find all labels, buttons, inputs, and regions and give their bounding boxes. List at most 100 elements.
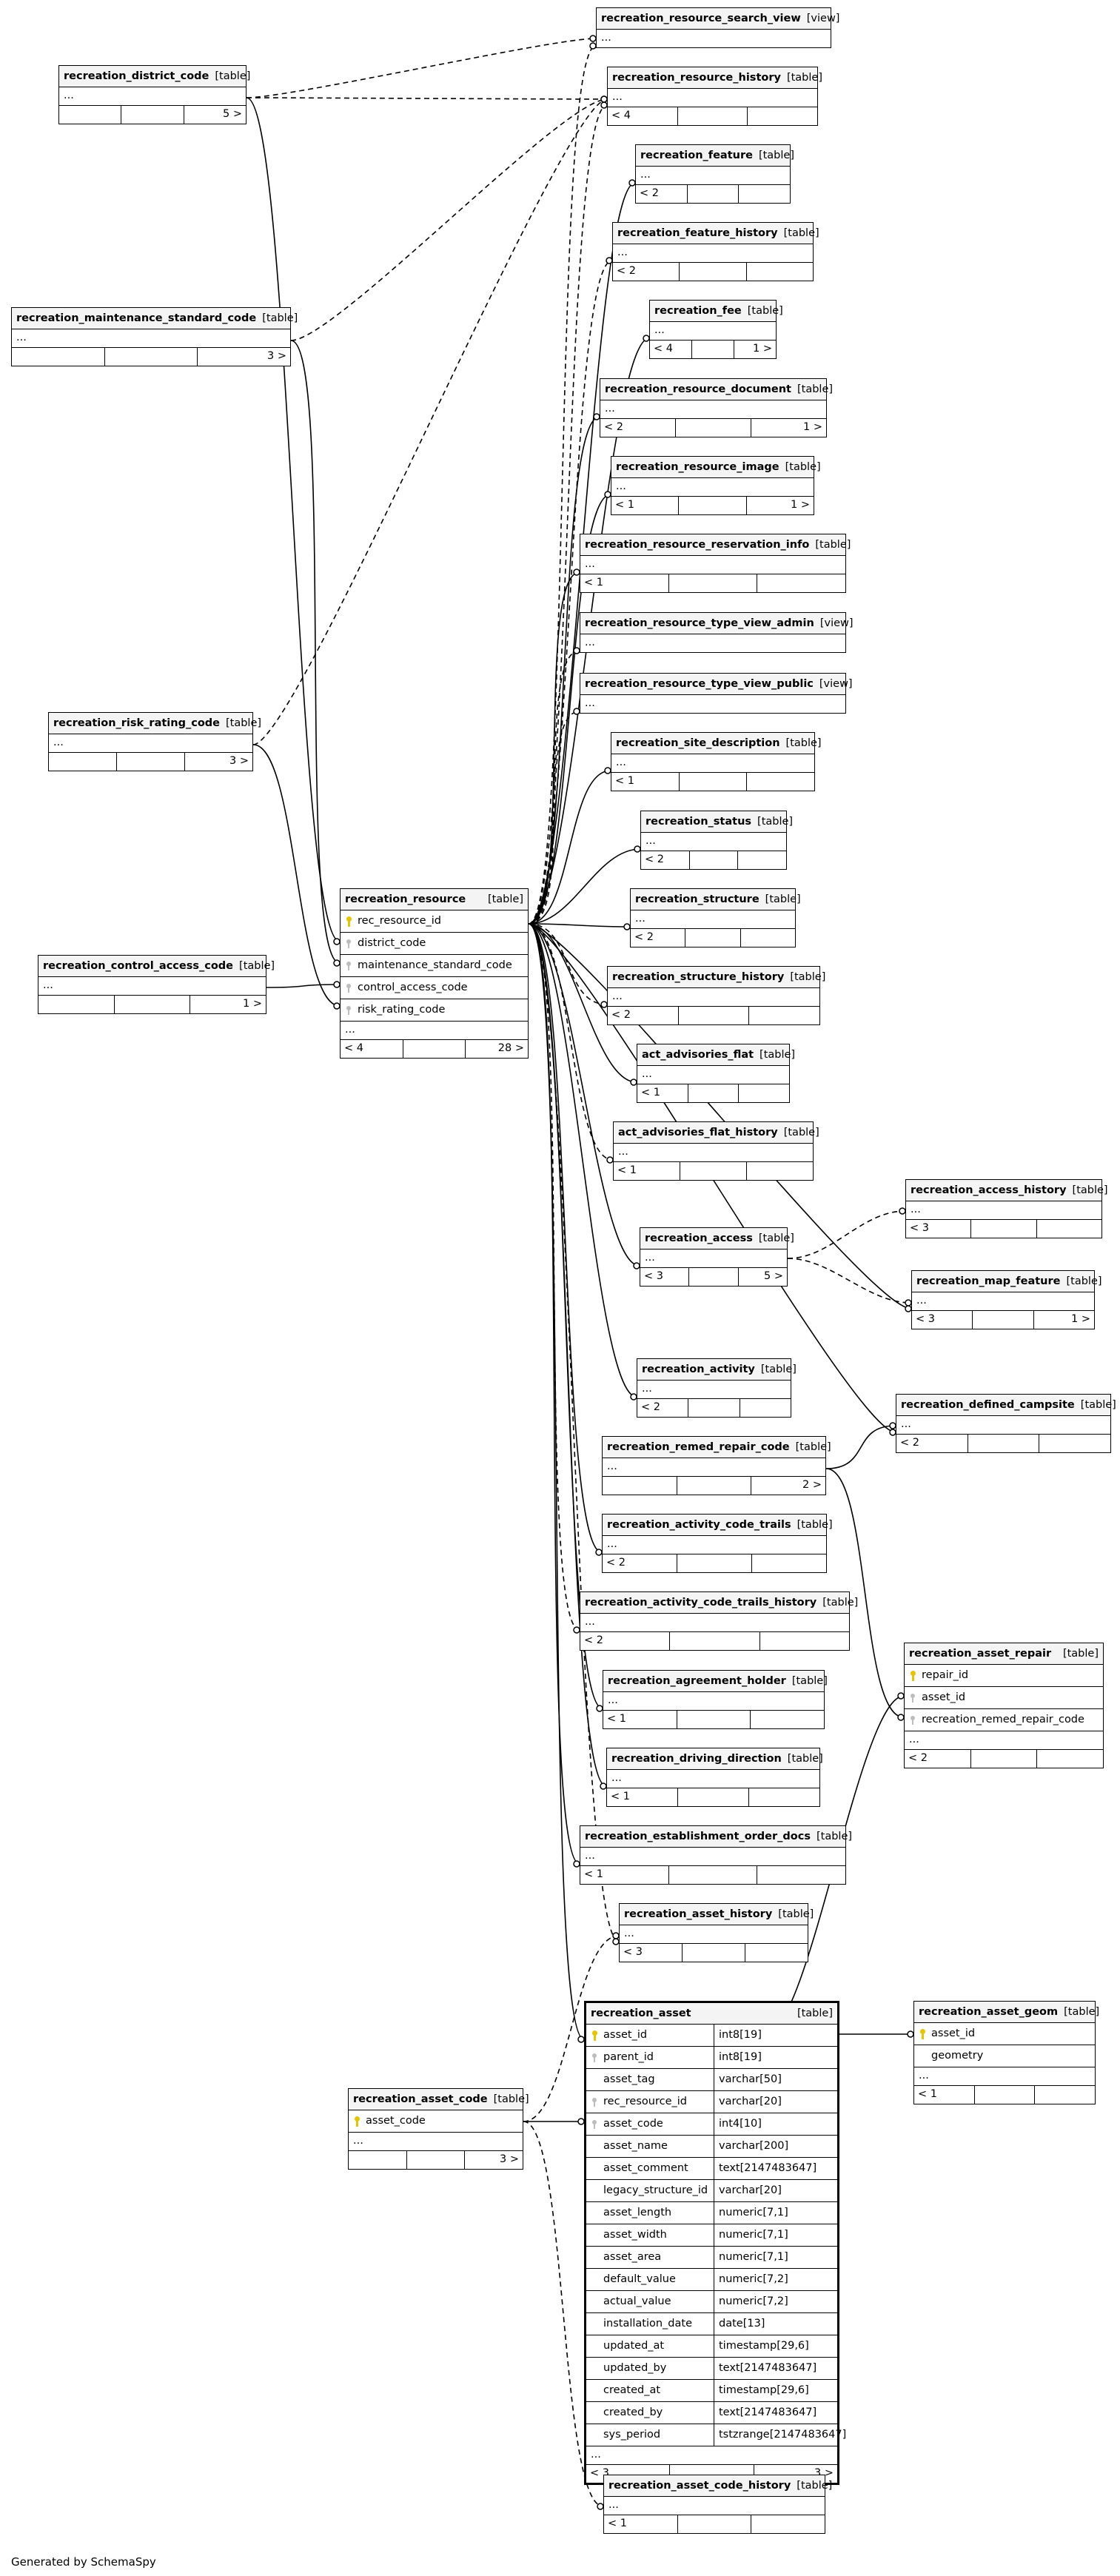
table-recreation-site-description[interactable]: recreation_site_description[table]...< 1 <box>611 732 822 791</box>
column-row[interactable]: risk_rating_code <box>341 999 528 1022</box>
table-footer: 3 > <box>12 348 290 366</box>
table-recreation-activity-code-trails-history[interactable]: recreation_activity_code_trails_history[… <box>580 1591 858 1651</box>
column-name: rec_resource_id <box>603 2096 687 2107</box>
table-recreation-activity-code-trails[interactable]: recreation_activity_code_trails[table]..… <box>602 1514 833 1573</box>
table-recreation-access-history[interactable]: recreation_access_history[table]...< 3 <box>905 1179 1108 1238</box>
crowfoot-marker <box>612 1938 620 1945</box>
table-recreation-resource-type-view-admin[interactable]: recreation_resource_type_view_admin[view… <box>580 612 854 653</box>
footer-cell <box>757 574 845 592</box>
table-kind: [table] <box>787 1752 823 1765</box>
table-recreation-status[interactable]: recreation_status[table]...< 2 <box>640 811 793 870</box>
more-columns-ellipsis: ... <box>349 2133 523 2151</box>
table-recreation-resource-search-view[interactable]: recreation_resource_search_view[view]... <box>596 7 839 48</box>
table-act-advisories-flat[interactable]: act_advisories_flat[table]...< 1 <box>637 1044 795 1103</box>
table-recreation-resource-history[interactable]: recreation_resource_history[table]...< 4 <box>607 67 822 126</box>
table-kind: [table] <box>797 1518 833 1531</box>
table-recreation-activity[interactable]: recreation_activity[table]...< 2 <box>637 1358 797 1418</box>
table-kind: [table] <box>493 2093 529 2105</box>
table-kind: [table] <box>262 312 298 324</box>
table-header: recreation_resource[table] <box>341 889 528 910</box>
more-columns-ellipsis: ... <box>585 637 595 648</box>
column-row[interactable]: repair_id <box>905 1665 1103 1687</box>
crowfoot-marker <box>333 938 341 945</box>
column-name-cell: rec_resource_id <box>341 910 528 932</box>
column-name: asset_comment <box>603 2162 688 2174</box>
column-row[interactable]: rec_resource_id <box>341 910 528 933</box>
footer-cell <box>688 185 740 203</box>
more-columns-ellipsis: ... <box>603 1536 826 1554</box>
table-recreation-resource-type-view-public[interactable]: recreation_resource_type_view_public[vie… <box>580 673 853 714</box>
footer-cell: < 2 <box>603 1554 677 1572</box>
crowfoot-marker <box>604 767 611 774</box>
table-recreation-control-access-code[interactable]: recreation_control_access_code[table]...… <box>38 955 275 1014</box>
table-act-advisories-flat-history[interactable]: act_advisories_flat_history[table]...< 1 <box>613 1121 819 1181</box>
table-recreation-driving-direction[interactable]: recreation_driving_direction[table]...< … <box>606 1748 823 1807</box>
column-name: district_code <box>358 937 426 949</box>
table-recreation-resource[interactable]: recreation_resource[table]rec_resource_i… <box>340 888 529 1059</box>
table-recreation-risk-rating-code[interactable]: recreation_risk_rating_code[table]...3 > <box>48 712 261 771</box>
table-recreation-establishment-order-docs[interactable]: recreation_establishment_order_docs[tabl… <box>580 1825 852 1885</box>
table-recreation-district-code[interactable]: recreation_district_code[table]...5 > <box>58 65 250 124</box>
table-name: recreation_fee <box>654 304 742 317</box>
table-recreation-agreement-holder[interactable]: recreation_agreement_holder[table]...< 1 <box>603 1670 828 1729</box>
column-row[interactable]: asset_id <box>905 1687 1103 1709</box>
footer-cell <box>752 1554 826 1572</box>
column-row[interactable]: maintenance_standard_code <box>341 955 528 977</box>
table-recreation-structure-history[interactable]: recreation_structure_history[table]...< … <box>607 966 825 1025</box>
table-kind: [table] <box>791 1674 828 1687</box>
column-row[interactable]: asset_id <box>914 2023 1095 2045</box>
more-columns-ellipsis: ... <box>341 1022 528 1040</box>
foreign-key-icon <box>591 2097 599 2107</box>
table-recreation-maintenance-standard-code[interactable]: recreation_maintenance_standard_code[tab… <box>11 307 298 366</box>
table-recreation-resource-document[interactable]: recreation_resource_document[table]...< … <box>600 378 833 437</box>
table-recreation-feature[interactable]: recreation_feature[table]...< 2 <box>635 144 794 204</box>
table-recreation-remed-repair-code[interactable]: recreation_remed_repair_code[table]...2 … <box>602 1436 831 1495</box>
column-name: actual_value <box>603 2295 671 2307</box>
column-row[interactable]: recreation_remed_repair_code <box>905 1709 1103 1731</box>
table-recreation-asset-code-history[interactable]: recreation_asset_code_history[table]...<… <box>603 2475 832 2534</box>
table-recreation-structure[interactable]: recreation_structure[table]...< 2 <box>630 888 801 947</box>
table-recreation-defined-campsite[interactable]: recreation_defined_campsite[table]...< 2 <box>896 1394 1116 1453</box>
column-row[interactable]: geometry <box>914 2045 1095 2067</box>
edge-resource-to-t_driving <box>528 923 607 1787</box>
table-kind: [table] <box>815 538 851 551</box>
footer-cell <box>1037 1750 1103 1768</box>
table-kind: [table] <box>1066 1275 1102 1287</box>
table-recreation-resource-reservation-info[interactable]: recreation_resource_reservation_info[tab… <box>580 534 851 593</box>
column-row[interactable]: district_code <box>341 933 528 955</box>
column-row[interactable]: asset_code <box>349 2110 523 2133</box>
table-recreation-asset-history[interactable]: recreation_asset_history[table]...< 3 <box>619 1903 814 1962</box>
table-recreation-asset-code[interactable]: recreation_asset_code [table] asset_code..… <box>348 2088 529 2170</box>
column-row[interactable]: control_access_code <box>341 977 528 999</box>
table-name: recreation_asset_code <box>353 2093 488 2105</box>
table-recreation-feature-history[interactable]: recreation_feature_history[table]...< 2 <box>612 222 819 281</box>
footer-cell <box>740 1399 791 1417</box>
